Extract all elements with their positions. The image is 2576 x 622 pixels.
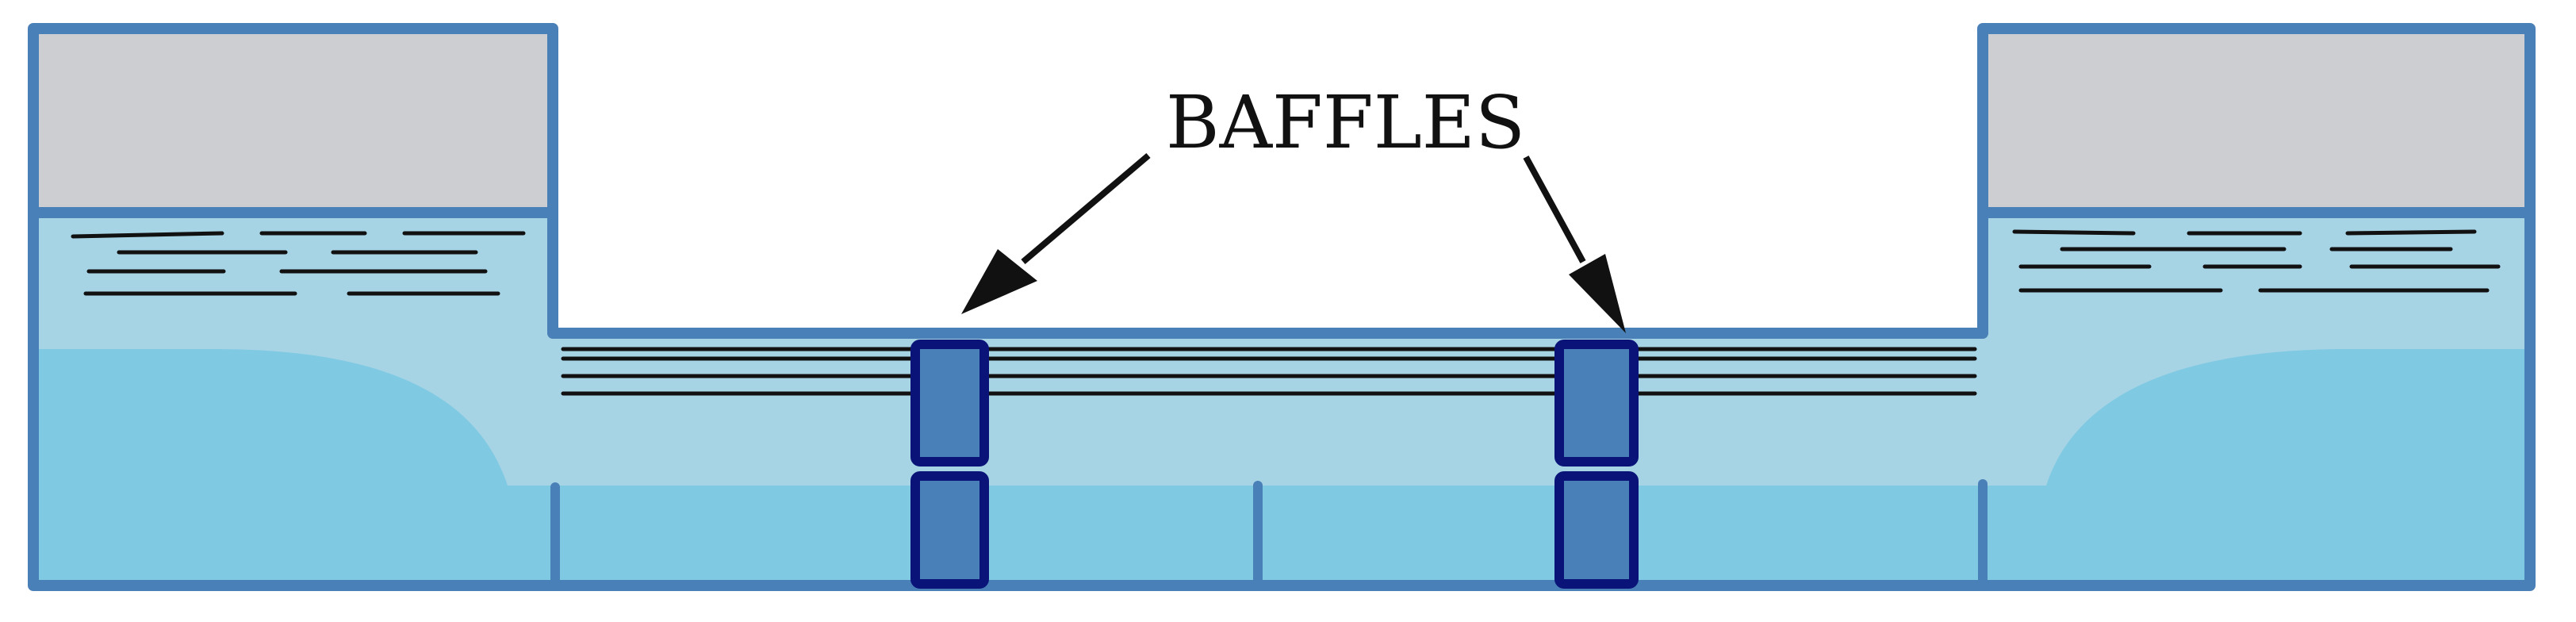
right-tank-ripples — [2012, 229, 2501, 293]
baffles-label: BAFFLES — [1166, 80, 1525, 165]
left-tank-air — [33, 33, 553, 213]
label-arrows — [961, 152, 1626, 333]
left-tank-ripples — [71, 231, 526, 296]
baffle-right-lower — [1554, 471, 1639, 589]
baffle-left-upper — [910, 340, 989, 466]
baffle-right-upper — [1554, 340, 1639, 466]
arrow-to-left-baffle — [1021, 152, 1151, 265]
baffle-left-lower — [910, 471, 989, 589]
outer-outline — [28, 23, 2536, 591]
arrow-to-right-baffle — [1523, 156, 1586, 263]
arrow-right-head — [1569, 254, 1626, 333]
arrow-left-head — [961, 249, 1037, 314]
water-body — [33, 213, 2530, 582]
channel-ripples — [561, 347, 1977, 396]
deep-water — [33, 349, 2530, 582]
baffle-left — [910, 340, 989, 589]
tank-outline — [28, 23, 2536, 591]
right-tank-air — [1983, 33, 2530, 213]
baffle-right — [1554, 340, 1639, 589]
